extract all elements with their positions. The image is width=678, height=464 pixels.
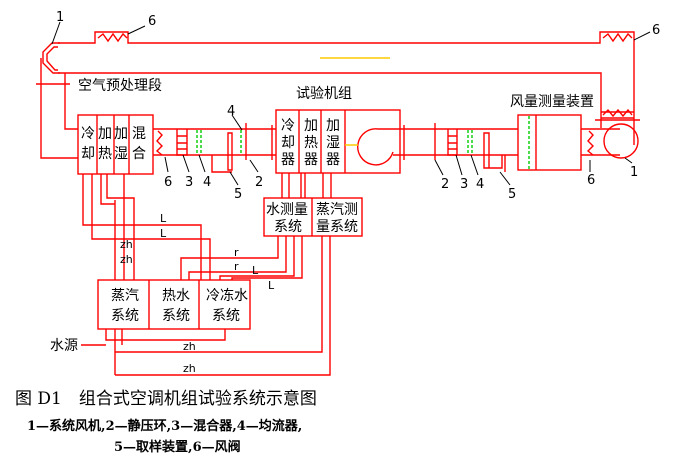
svg-text:2: 2 (255, 175, 263, 190)
pipe-tag-zh: zh (183, 362, 196, 375)
pipe-tag-L: L (268, 279, 275, 292)
pipe-tag-zh: zh (120, 238, 133, 251)
inlet-duct (153, 123, 276, 173)
svg-text:热水: 热水 (162, 288, 190, 304)
svg-text:却: 却 (281, 135, 295, 151)
svg-text:加: 加 (304, 118, 318, 134)
svg-text:2: 2 (441, 177, 449, 192)
pipe-tag-L: L (252, 264, 259, 277)
svg-text:加: 加 (326, 118, 340, 134)
pipe-tag-zh: zh (183, 340, 196, 353)
measure-boxes: 水测量 系统 蒸汽测 量系统 (263, 173, 363, 237)
pretreat-bypass (36, 58, 78, 159)
svg-text:3: 3 (460, 177, 468, 192)
svg-text:热: 热 (304, 135, 318, 151)
svg-text:系统: 系统 (162, 308, 190, 324)
svg-text:却: 却 (81, 146, 95, 162)
pipe-tag-zh: zh (120, 253, 133, 266)
pipes (81, 174, 331, 376)
svg-text:器: 器 (304, 152, 318, 168)
svg-text:加: 加 (98, 126, 112, 142)
svg-text:器: 器 (281, 152, 295, 168)
return-duct (58, 31, 635, 145)
pipe-tag-L: L (160, 227, 167, 240)
pipe-tag-r: r (234, 260, 239, 273)
svg-text:3: 3 (185, 175, 193, 190)
pretreatment-box: 冷却 加热 加湿 混合 (77, 114, 154, 175)
svg-text:蒸汽: 蒸汽 (111, 288, 139, 304)
svg-text:系统: 系统 (274, 219, 302, 235)
pipe-tag-r: r (234, 246, 239, 259)
svg-text:6: 6 (587, 173, 595, 188)
svg-text:湿: 湿 (326, 135, 340, 151)
svg-text:冷: 冷 (281, 118, 295, 134)
svg-text:水测量: 水测量 (266, 202, 308, 218)
svg-text:5: 5 (508, 187, 516, 202)
svg-text:6: 6 (164, 175, 172, 190)
outlet-duct (400, 123, 518, 172)
svg-text:4: 4 (203, 175, 211, 190)
svg-text:湿: 湿 (114, 146, 128, 162)
svg-text:冷冻水: 冷冻水 (206, 287, 248, 304)
water-source-label: 水源 (50, 338, 78, 354)
pipe-tag-L: L (160, 212, 167, 225)
svg-text:混: 混 (132, 126, 146, 142)
fan-left (42, 42, 60, 74)
svg-text:蒸汽测: 蒸汽测 (316, 202, 358, 218)
svg-text:系统: 系统 (111, 308, 139, 324)
svg-text:1: 1 (630, 165, 638, 180)
airflow-device (517, 108, 640, 171)
pretreatment-label: 空气预处理段 (78, 78, 162, 94)
airflow-device-label: 风量测量装置 (510, 94, 594, 110)
test-unit-box: 冷却器 加热器 加湿器 (275, 109, 401, 174)
svg-text:冷: 冷 (81, 126, 95, 142)
svg-text:合: 合 (132, 146, 146, 162)
callouts: 1 6 6 4 6 3 4 5 2 2 3 4 5 6 1 (51, 10, 660, 202)
svg-text:1: 1 (56, 10, 64, 25)
test-unit-label: 试验机组 (296, 86, 352, 102)
svg-text:6: 6 (148, 14, 156, 29)
legend-line-2: 5—取样装置,6—风阀 (114, 439, 241, 455)
svg-text:加: 加 (114, 126, 128, 142)
legend-line-1: 1—系统风机,2—静压环,3—混合器,4—均流器, (27, 418, 302, 434)
svg-text:4: 4 (227, 104, 235, 119)
svg-text:量系统: 量系统 (316, 219, 358, 235)
svg-text:4: 4 (476, 177, 484, 192)
svg-text:6: 6 (652, 23, 660, 38)
svg-text:热: 热 (98, 146, 112, 162)
svg-text:器: 器 (326, 152, 340, 168)
figure-caption: 图 D1 组合式空调机组试验系统示意图 (15, 389, 317, 409)
svg-text:5: 5 (234, 187, 242, 202)
svg-text:系统: 系统 (212, 308, 240, 324)
